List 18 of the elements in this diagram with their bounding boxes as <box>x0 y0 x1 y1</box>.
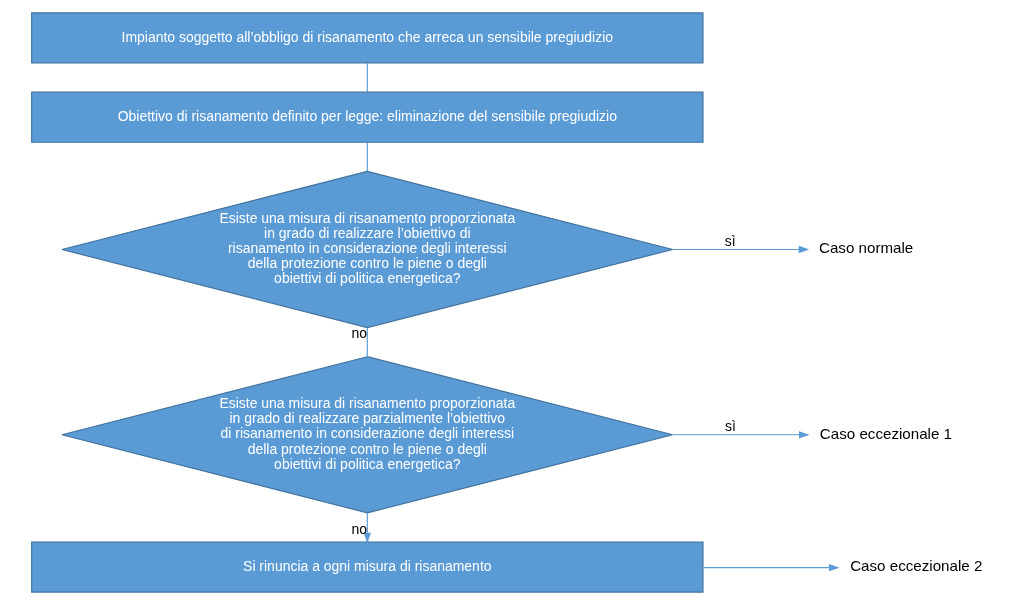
connector <box>366 327 368 358</box>
node-box: Impianto soggetto all’obbligo di risanamento che arreca un sensibile pregiudizio <box>31 12 704 64</box>
node-box: Obiettivo di risanamento definito per legge: eliminazione del sensibile pregiudizio <box>31 91 704 143</box>
node-diamond: Esiste una misura di risanamento proporzionata in grado di realizzare l’obiettivo di risanamento in considerazione degli interessi della protezione contro le piene o degli obiettivi di politica energetica? <box>61 170 674 329</box>
edge-label: sì <box>724 232 736 249</box>
arrow <box>672 431 810 439</box>
node-diamond: Esiste una misura di risanamento proporzionata in grado di realizzare parzialmente l’obiettivo di risanamento in considerazione degli interessi della protezione contro le piene o degli obiettivi di politica energetica? <box>61 356 674 514</box>
node-text: Caso normale <box>819 239 914 257</box>
arrow <box>702 563 840 572</box>
node-box: Si rinuncia a ogni misura di risanamento <box>31 541 704 593</box>
edge-label: no <box>351 521 367 538</box>
connector <box>366 141 368 172</box>
arrow <box>672 245 810 254</box>
node-text: Caso eccezionale 1 <box>819 424 953 442</box>
node-text: Caso eccezionale 2 <box>850 557 983 575</box>
arrow <box>363 512 371 544</box>
edge-label: sì <box>724 417 736 434</box>
connector <box>366 62 368 93</box>
